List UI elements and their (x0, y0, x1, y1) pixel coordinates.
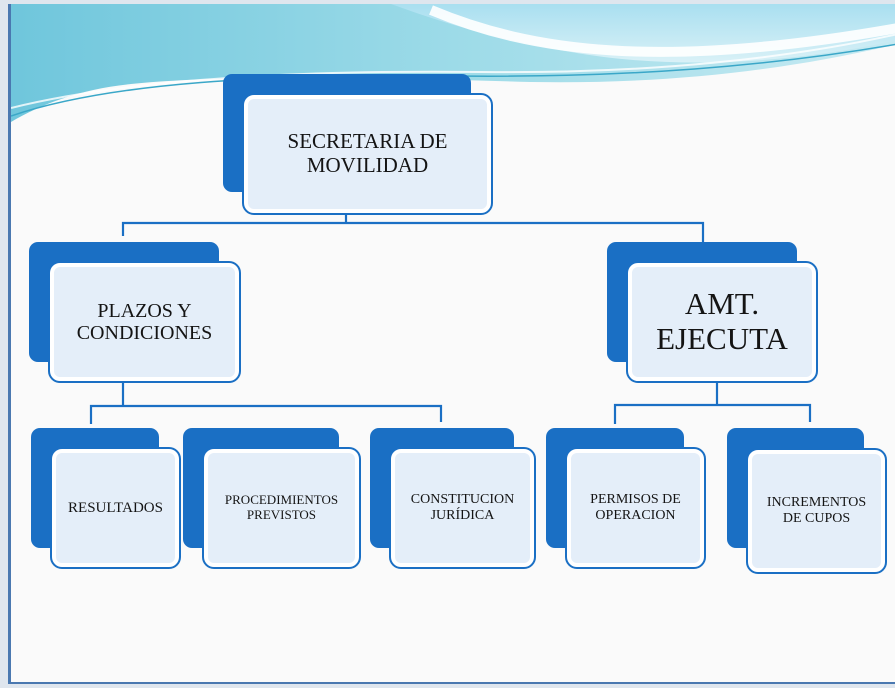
org-connectors (89, 214, 812, 424)
node-front-box: SECRETARIA DE MOVILIDAD (242, 93, 493, 215)
node-secretaria-de-movilidad[interactable]: SECRETARIA DE MOVILIDAD (223, 74, 495, 219)
node-plazos-y-condiciones[interactable]: PLAZOS Y CONDICIONES (29, 242, 245, 387)
header-wave-decoration (11, 4, 895, 122)
connector-right-to-children (613, 382, 812, 424)
node-label: RESULTADOS (68, 499, 163, 516)
node-front-box: PERMISOS DE OPERACION (565, 447, 706, 569)
node-label: AMT. EJECUTA (656, 286, 788, 356)
node-permisos-de-operacion[interactable]: PERMISOS DE OPERACION (546, 428, 708, 573)
node-label: CONSTITUCION JURÍDICA (410, 492, 515, 523)
node-front-box: CONSTITUCION JURÍDICA (389, 447, 536, 569)
slide-canvas: SECRETARIA DE MOVILIDAD PLAZOS Y CONDICI… (8, 4, 895, 684)
node-front-box: PLAZOS Y CONDICIONES (48, 261, 241, 383)
node-front-box: AMT. EJECUTA (626, 261, 818, 383)
node-label: INCREMENTOS DE CUPOS (766, 495, 867, 526)
node-front-box: INCREMENTOS DE CUPOS (746, 448, 887, 574)
connector-left-to-children (89, 382, 443, 424)
node-label: PLAZOS Y CONDICIONES (76, 299, 213, 344)
node-front-box: PROCEDIMIENTOS PREVISTOS (202, 447, 361, 569)
node-resultados[interactable]: RESULTADOS (31, 428, 184, 573)
connector-root-to-branches (121, 214, 705, 242)
node-amt-ejecuta[interactable]: AMT. EJECUTA (607, 242, 821, 387)
node-label: PERMISOS DE OPERACION (590, 492, 681, 523)
node-incrementos-de-cupos[interactable]: INCREMENTOS DE CUPOS (727, 428, 889, 580)
node-front-box: RESULTADOS (50, 447, 181, 569)
node-procedimientos-previstos[interactable]: PROCEDIMIENTOS PREVISTOS (183, 428, 363, 573)
node-constitucion-juridica[interactable]: CONSTITUCION JURÍDICA (370, 428, 538, 573)
node-label: PROCEDIMIENTOS PREVISTOS (224, 492, 339, 522)
node-label: SECRETARIA DE MOVILIDAD (287, 129, 448, 177)
